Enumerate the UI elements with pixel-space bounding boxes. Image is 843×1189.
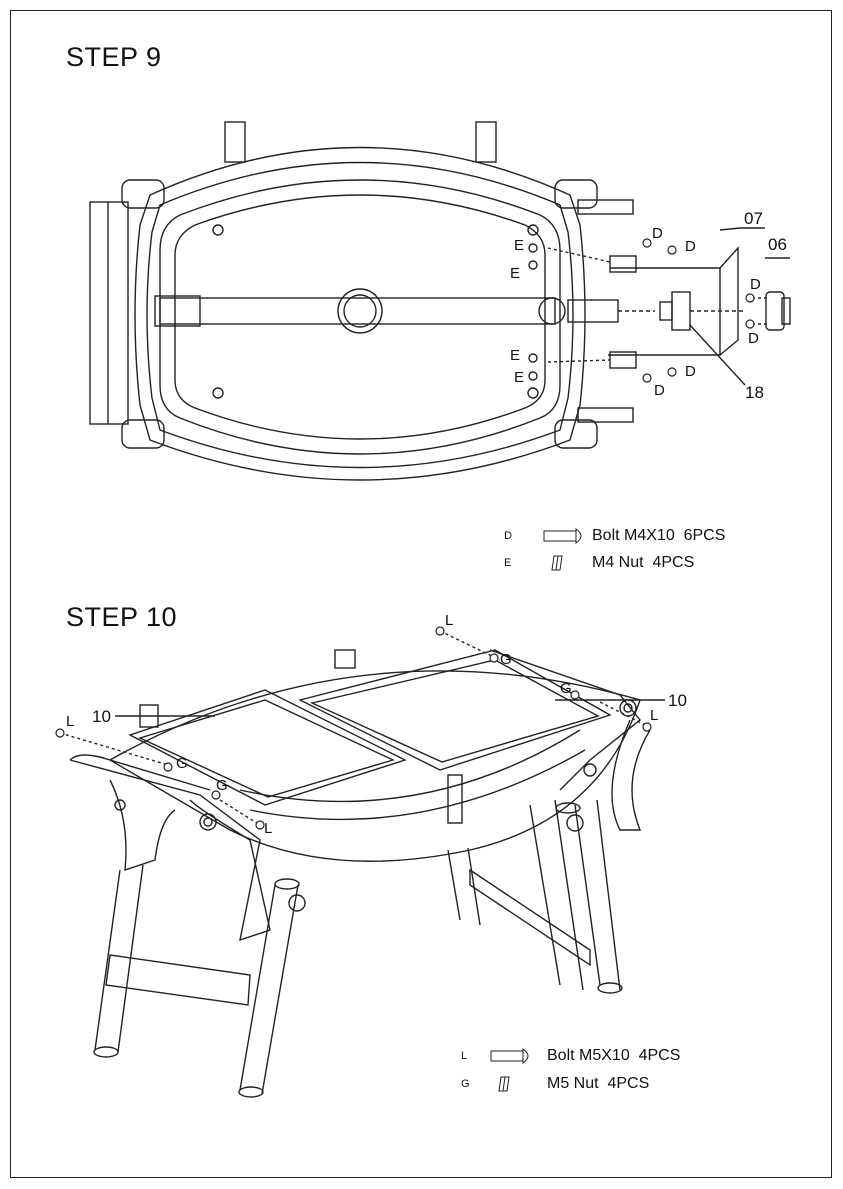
legend-code: E xyxy=(504,557,512,569)
legend-row-bolt-m4: D Bolt M4X10 6PCS xyxy=(504,527,725,545)
part-06-label: 06 xyxy=(768,235,787,254)
label-e: E xyxy=(510,265,520,282)
legend-row-nut-m4: E M4 Nut 4PCS xyxy=(504,554,694,572)
bolt-icon xyxy=(542,527,592,545)
label-g: G xyxy=(500,651,512,668)
label-e: E xyxy=(514,237,524,254)
label-d: D xyxy=(654,382,665,399)
nut-icon xyxy=(542,554,592,572)
label-l: L xyxy=(66,713,74,730)
legend-code: G xyxy=(461,1078,470,1090)
legend-code: L xyxy=(461,1050,468,1062)
side-tray-left xyxy=(89,201,129,425)
label-l: L xyxy=(445,612,453,629)
label-g: G xyxy=(176,755,188,772)
part-18-label: 18 xyxy=(745,383,764,402)
handle-top-right xyxy=(475,121,497,163)
grill-body-outline xyxy=(134,146,586,481)
grill-bowl xyxy=(108,670,641,862)
label-d: D xyxy=(685,238,696,255)
side-shelf-left xyxy=(128,689,407,806)
label-l: L xyxy=(650,707,658,724)
label-g: G xyxy=(560,680,572,697)
side-shelf-right xyxy=(298,649,612,771)
page-border xyxy=(10,10,832,1178)
handle-top-left xyxy=(224,121,246,163)
label-e: E xyxy=(510,347,520,364)
label-e: E xyxy=(514,369,524,386)
step10-title: STEP 10 xyxy=(66,602,178,632)
step9-title: STEP 9 xyxy=(66,42,162,72)
legend-text: M4 Nut 4PCS xyxy=(592,554,695,571)
part-10-label: 10 xyxy=(668,691,687,710)
label-d: D xyxy=(685,363,696,380)
legend-text: Bolt M5X10 4PCS xyxy=(547,1047,681,1064)
legend-text: M5 Nut 4PCS xyxy=(547,1075,650,1092)
label-d: D xyxy=(748,330,759,347)
label-l: L xyxy=(264,820,272,837)
nut-icon xyxy=(489,1075,547,1093)
bolt-icon xyxy=(489,1047,547,1065)
legend-row-bolt-m5: L Bolt M5X10 4PCS xyxy=(461,1047,680,1065)
part-10-label: 10 xyxy=(92,707,111,726)
label-d: D xyxy=(652,225,663,242)
legend-text: Bolt M4X10 6PCS xyxy=(592,527,726,544)
label-d: D xyxy=(750,276,761,293)
label-g: G xyxy=(216,777,228,794)
legend-code: D xyxy=(504,530,512,542)
legend-row-nut-m5: G M5 Nut 4PCS xyxy=(461,1075,649,1093)
part-07-label: 07 xyxy=(744,209,763,228)
